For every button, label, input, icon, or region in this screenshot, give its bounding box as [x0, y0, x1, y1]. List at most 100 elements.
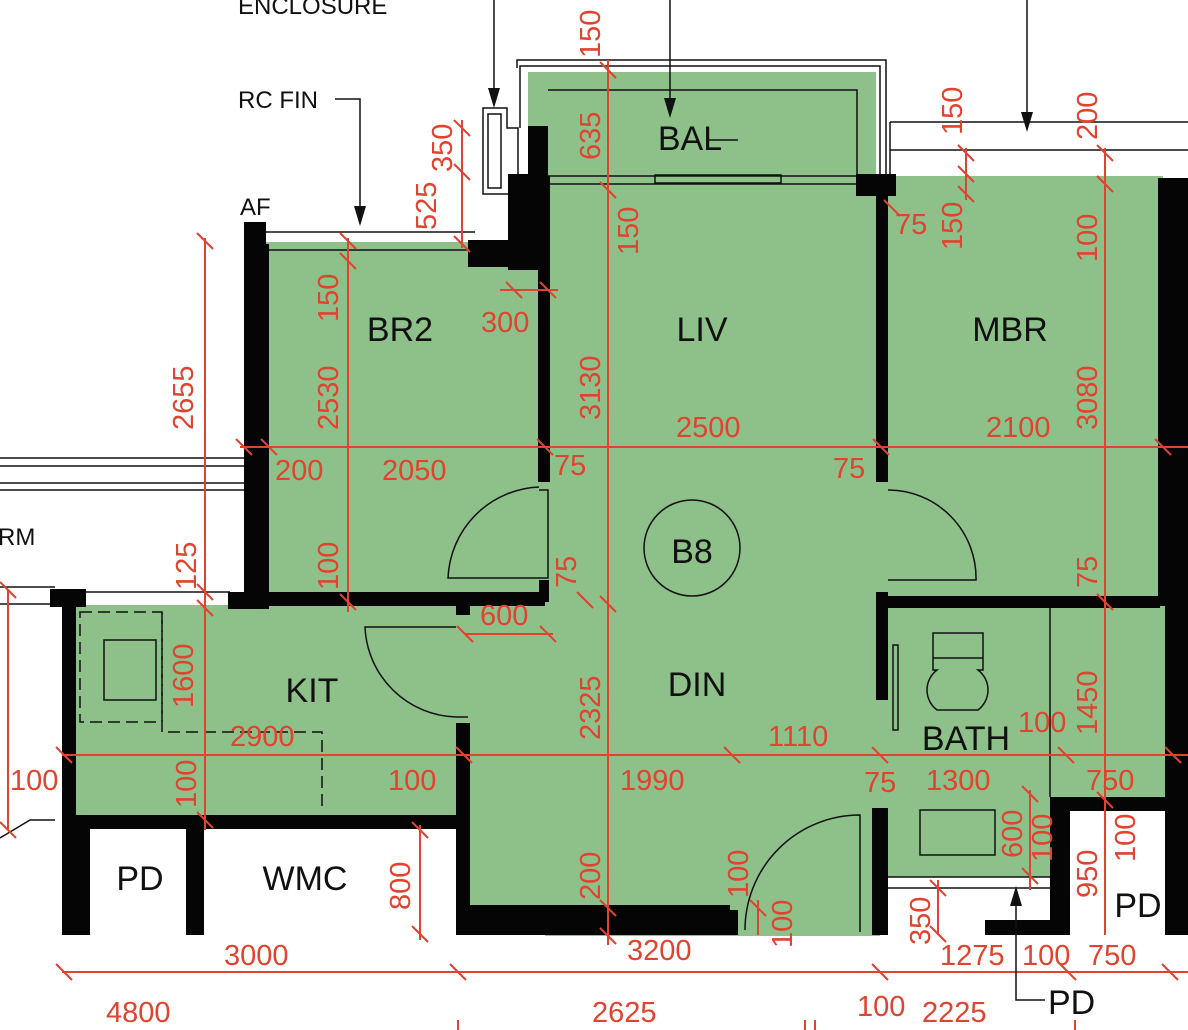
room-labels: BAL BR2 LIV MBR KIT DIN BATH PD WMC PD: [116, 120, 1161, 925]
bathroom-floor-right: [1060, 602, 1168, 797]
unit-label: B8: [643, 499, 741, 597]
dim-3200: 3200: [627, 935, 692, 967]
dim-100-door-a: 100: [723, 850, 755, 898]
dim-100-bottom2: 100: [857, 991, 905, 1023]
dim-150-br2: 150: [313, 274, 345, 322]
dim-75-din: 75: [551, 556, 583, 588]
master-bedroom-floor: [880, 176, 1163, 602]
dim-2625: 2625: [592, 997, 657, 1029]
dim-2325: 2325: [575, 675, 607, 740]
room-label-bal: BAL: [658, 120, 722, 158]
room-label-pd-left: PD: [116, 860, 163, 898]
annotation-rm: RM: [0, 524, 35, 551]
doors: [364, 486, 977, 932]
dim-800: 800: [385, 862, 417, 910]
annotation-pd-pointer: PD: [1048, 984, 1095, 1022]
dim-2500: 2500: [676, 412, 741, 444]
dim-350-top: 350: [427, 124, 459, 172]
kitchen-counter-dashes: [161, 612, 323, 810]
annotation-af: AF: [240, 194, 271, 221]
walls: [50, 126, 1188, 935]
dimension-lines: [0, 60, 1188, 981]
dim-750-top: 750: [1086, 765, 1134, 797]
bottom-edge-ticks: [457, 1020, 1076, 1030]
dim-1110: 1110: [768, 721, 828, 753]
dim-75-mbr-low: 75: [1072, 556, 1104, 588]
dim-150-mbr-b: 150: [937, 202, 969, 250]
room-label-liv: LIV: [676, 311, 727, 349]
dim-1275: 1275: [940, 940, 1005, 972]
toilet-icon: [926, 632, 989, 711]
living-dining-floor: [545, 176, 880, 936]
dim-75-liv-l: 75: [554, 450, 586, 482]
kitchen-floor: [75, 605, 465, 823]
dim-75-mbr-top: 75: [895, 209, 927, 241]
dim-1300: 1300: [926, 765, 991, 797]
dim-100-kit-v: 100: [171, 760, 203, 808]
room-label-pd-right: PD: [1114, 887, 1161, 925]
dimension-ticks: [0, 61, 1182, 981]
dim-2100: 2100: [986, 412, 1051, 444]
dim-3080: 3080: [1072, 365, 1104, 430]
dim-1990: 1990: [620, 765, 685, 797]
basin-icon: [919, 809, 996, 856]
dim-600-bath: 600: [997, 810, 1029, 858]
annotation-rc-fin: RC FIN: [238, 87, 318, 114]
dim-100-bath: 100: [1018, 707, 1066, 739]
kitchen-door-swing: [364, 626, 468, 718]
dim-100-kit-l: 100: [10, 765, 58, 797]
dim-300: 300: [481, 307, 529, 339]
dim-3130: 3130: [575, 355, 607, 420]
dim-1600: 1600: [168, 643, 200, 708]
dim-2050: 2050: [382, 455, 447, 487]
unit-label-text: B8: [671, 533, 713, 571]
passage-floor: [465, 605, 545, 910]
room-label-kit: KIT: [286, 672, 339, 710]
fixtures: [79, 611, 996, 856]
dim-125: 125: [171, 542, 203, 590]
dim-150-bal: 150: [575, 10, 607, 58]
dim-150-liv: 150: [613, 207, 645, 255]
dim-2655: 2655: [168, 365, 200, 430]
room-label-mbr: MBR: [972, 311, 1048, 349]
dim-950: 950: [1072, 850, 1104, 898]
annotation-enclosure: ENCLOSURE: [238, 0, 387, 20]
dim-3000: 3000: [224, 940, 289, 972]
mbr-door-swing: [887, 489, 977, 581]
dim-150-mbr-a: 150: [937, 87, 969, 135]
leader-lines: [335, 0, 1045, 1001]
dim-4800: 4800: [106, 997, 171, 1029]
room-label-wmc: WMC: [263, 860, 348, 898]
dim-750-bottom: 750: [1088, 940, 1136, 972]
dim-525: 525: [411, 182, 443, 230]
dim-200-br2: 200: [275, 455, 323, 487]
br2-door-swing: [447, 486, 549, 579]
dim-100-door-b: 100: [767, 900, 799, 948]
floor-areas: [75, 72, 1168, 936]
annotations: ENCLOSURE RC FIN AF RM PD: [0, 0, 1095, 1022]
dim-2530: 2530: [313, 365, 345, 430]
dim-350-bottom: 350: [905, 897, 937, 945]
dim-2900: 2900: [230, 721, 295, 753]
dim-1450: 1450: [1072, 670, 1104, 735]
room-label-din: DIN: [668, 666, 727, 704]
dim-635: 635: [575, 112, 607, 160]
thin-outlines: [0, 59, 1188, 889]
entry-door-swing: [744, 814, 861, 932]
dim-75-bath: 75: [864, 767, 896, 799]
dim-100-mbr: 100: [1072, 214, 1104, 262]
dim-100-kit-r: 100: [388, 765, 436, 797]
dim-100-br2: 100: [313, 542, 345, 590]
dim-75-liv-r: 75: [833, 453, 865, 485]
dim-600-din: 600: [480, 600, 528, 632]
dim-100-pd: 100: [1110, 814, 1142, 862]
dim-200-top: 200: [1072, 92, 1104, 140]
dim-200-din: 200: [575, 852, 607, 900]
hob-icon: [103, 639, 157, 701]
room-label-br2: BR2: [367, 311, 433, 349]
dim-2225: 2225: [922, 997, 987, 1029]
bedroom-2-floor: [265, 242, 545, 600]
dimension-labels: 150 635 150 3130 150 150 200 100 3080 35…: [10, 10, 1142, 1029]
dim-100-bottom: 100: [1022, 940, 1070, 972]
